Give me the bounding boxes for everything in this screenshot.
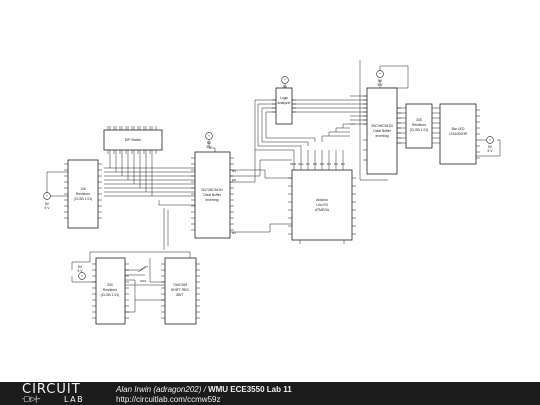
- pushbutton-label: SW1: [140, 279, 147, 283]
- plus-icon: +: [489, 138, 491, 142]
- source-bottom-sub: 5 V: [77, 269, 83, 273]
- logic-analyzer-line1: Logic: [280, 96, 288, 100]
- mcu-line2: Uno R3: [316, 203, 328, 207]
- buffer-center-line3: Inverting: [205, 198, 218, 202]
- project-title-line: Alan Irwin (adragon202) / WMU ECE3550 La…: [116, 385, 292, 394]
- source-top-sub: 5 V: [377, 83, 383, 87]
- plus-icon: +: [208, 134, 210, 138]
- buffer-right-line1: SN74HC541N: [371, 124, 393, 128]
- resistor-bottom-name: 330: [107, 283, 113, 287]
- schematic-canvas[interactable]: DIP Switch 10k Resistors (CLSB 1 01) + 5…: [0, 0, 540, 382]
- voltage-source-bottom[interactable]: + 5V 5 V: [77, 265, 86, 280]
- resistor-right-name: 330: [416, 118, 422, 122]
- logo-text-top: CIRCUIT: [22, 382, 81, 397]
- project-url[interactable]: http://circuitlab.com/ccmw59z: [116, 395, 221, 404]
- logo-text-lab: LAB: [64, 395, 85, 404]
- mcu-line1: Arduino: [316, 198, 328, 202]
- author-name[interactable]: Alan Irwin (adragon202): [116, 385, 202, 394]
- resistor-left-name: 10k: [80, 187, 86, 191]
- voltage-source-top[interactable]: + 5V 5 V: [376, 70, 384, 87]
- mux-pin-4: D6: [313, 162, 317, 166]
- plus-icon: +: [81, 274, 83, 278]
- resistor-left-line1: Resistors: [76, 192, 90, 196]
- resistor-bottom-line1: Resistors: [103, 288, 117, 292]
- octal-buffer-top-right[interactable]: SN74HC541N Octal Buffer Inverting: [363, 87, 401, 175]
- plus-icon: +: [379, 72, 381, 76]
- net-label-rs: RS: [232, 169, 236, 173]
- pushbutton[interactable]: SW1: [137, 265, 149, 283]
- shift-reg-line3: 8BIT: [176, 293, 183, 297]
- buffer-center-line1: SN74HC541N: [201, 188, 223, 192]
- voltage-source-center[interactable]: + 5V 5 V: [205, 132, 213, 149]
- title-separator: /: [201, 385, 209, 394]
- mux-pin-7: D3: [334, 162, 338, 166]
- led-bargraph[interactable]: Bar LED LTA1000HR: [439, 103, 480, 165]
- circuitlab-logo[interactable]: CIRCUIT -□-▷|-- LAB: [22, 383, 96, 404]
- logic-analyzer-line2: Analyzer: [277, 101, 291, 105]
- voltage-source-left[interactable]: + 5V 5 V: [43, 192, 51, 210]
- resistor-bottom-line2: (CLSB 1 01): [101, 293, 120, 297]
- mux-pin-1: SDA: [290, 162, 296, 166]
- bargraph-line1: Bar LED: [452, 127, 465, 131]
- source-center-label: 5V: [207, 141, 212, 145]
- resistor-left-line2: (CLSB 1 01): [74, 197, 93, 201]
- dip-switch[interactable]: DIP Switch: [103, 126, 163, 154]
- logo-bottom-row: -□-▷|-- LAB: [22, 395, 96, 404]
- resistor-right-line2: (CLSB 1 01): [410, 128, 429, 132]
- voltage-source-right[interactable]: + 5V 5 V: [486, 136, 494, 153]
- mux-pin-6: D4: [327, 162, 331, 166]
- source-right-label: 5V: [488, 145, 493, 149]
- source-center-sub: 5 V: [206, 145, 212, 149]
- voltage-source-logic[interactable]: + 5V: [281, 76, 289, 89]
- bargraph-line2: LTA1000HR: [449, 132, 468, 136]
- plus-icon: +: [46, 194, 48, 198]
- mux-pin-2: SCL: [298, 162, 304, 166]
- logic-analyzer[interactable]: Logic Analyzer: [272, 87, 296, 125]
- resistor-array-bottom[interactable]: 330 Resistors (CLSB 1 01): [92, 257, 129, 325]
- plus-icon: +: [284, 78, 286, 82]
- mux-pin-5: D5: [320, 162, 324, 166]
- mux-pin-8: D2: [341, 162, 345, 166]
- wire-network: [46, 60, 501, 313]
- shift-reg-line1: 74HC595: [173, 283, 187, 287]
- circuit-symbol-icon: -□-▷|--: [22, 395, 40, 403]
- resistor-right-line1: Resistors: [412, 123, 426, 127]
- source-bottom-label: 5V: [78, 265, 83, 269]
- source-logic-label: 5V: [283, 85, 288, 89]
- shift-register-chip[interactable]: 74HC595 SHIFT REG 8BIT: [161, 257, 200, 325]
- net-label-en: EN: [232, 178, 236, 182]
- octal-buffer-center[interactable]: SN74HC541N Octal Buffer Inverting RS EN …: [191, 151, 236, 239]
- shift-reg-line2: SHIFT REG: [171, 288, 189, 292]
- source-left-label: 5V: [45, 202, 50, 206]
- microcontroller-chip[interactable]: SDA SCL D7 D6 D5 D4 D3 D2 Arduino Uno R3…: [288, 162, 356, 244]
- buffer-right-line2: Octal Buffer: [373, 129, 392, 133]
- footer-bar: CIRCUIT -□-▷|-- LAB Alan Irwin (adragon2…: [0, 382, 540, 405]
- buffer-right-line3: Inverting: [375, 134, 388, 138]
- mcu-line3: ATMEGA: [315, 208, 330, 212]
- source-top-label: 5V: [378, 79, 383, 83]
- dip-switch-label: DIP Switch: [125, 138, 142, 142]
- buffer-center-line2: Octal Buffer: [203, 193, 222, 197]
- resistor-array-left[interactable]: 10k Resistors (CLSB 1 01): [64, 159, 102, 229]
- source-right-sub: 5 V: [487, 149, 493, 153]
- net-label-d4: D4: [232, 231, 236, 235]
- project-title[interactable]: WMU ECE3550 Lab 11: [208, 385, 292, 394]
- source-left-sub: 5 V: [44, 206, 50, 210]
- resistor-array-right[interactable]: 330 Resistors (CLSB 1 01): [405, 103, 433, 149]
- mux-pin-3: D7: [306, 162, 310, 166]
